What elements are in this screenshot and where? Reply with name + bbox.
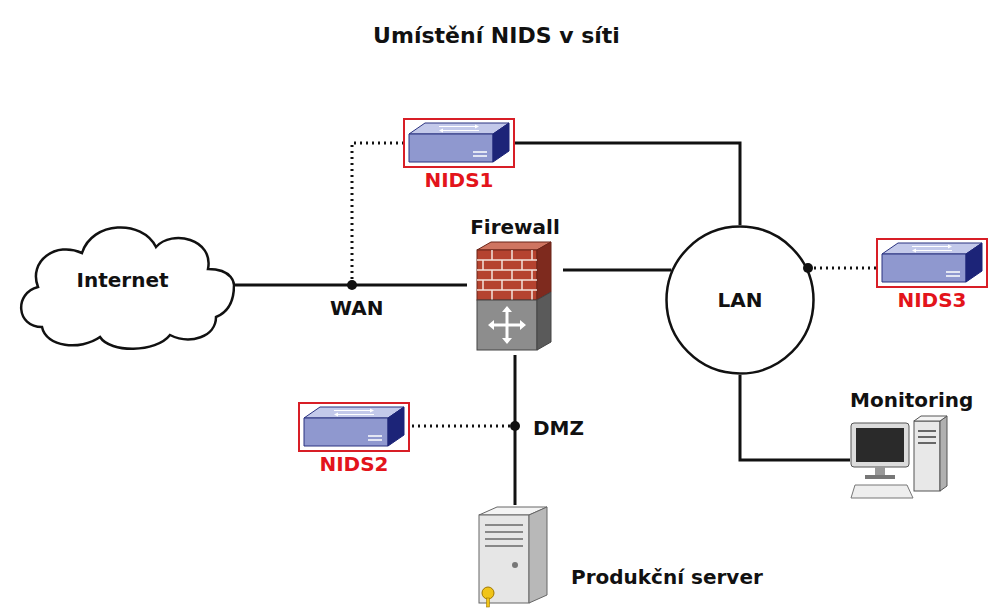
network-link bbox=[740, 375, 850, 460]
fw-node: Firewall bbox=[467, 215, 563, 355]
junction-dot bbox=[347, 280, 357, 290]
node-label: Firewall bbox=[470, 215, 560, 240]
server-icon bbox=[475, 505, 555, 608]
node-label: Monitoring bbox=[850, 388, 973, 413]
network-link bbox=[808, 266, 876, 269]
switch-icon bbox=[403, 118, 515, 168]
pc-node: Monitoring bbox=[850, 388, 973, 503]
node-label: NIDS3 bbox=[897, 288, 966, 313]
server-node: Produkční server bbox=[475, 505, 763, 608]
network-link bbox=[514, 355, 517, 505]
switch-icon bbox=[876, 238, 988, 288]
switch-node: NIDS1 bbox=[403, 118, 515, 193]
junction-dot bbox=[510, 421, 520, 431]
switch-icon bbox=[298, 402, 410, 452]
network-link bbox=[515, 143, 740, 225]
segment-label: DMZ bbox=[533, 416, 584, 441]
cloud-node: Internet bbox=[10, 205, 235, 355]
switch-node: NIDS3 bbox=[876, 238, 988, 313]
tap-line bbox=[352, 143, 403, 285]
node-label: NIDS2 bbox=[319, 452, 388, 477]
circle-node: LAN bbox=[665, 225, 815, 375]
firewall-icon bbox=[475, 240, 555, 355]
network-link bbox=[563, 269, 671, 272]
switch-node: NIDS2 bbox=[298, 402, 410, 477]
node-label: LAN bbox=[718, 288, 763, 313]
node-label: Internet bbox=[76, 268, 168, 293]
network-link bbox=[235, 284, 467, 287]
computer-icon bbox=[850, 413, 950, 503]
node-label: NIDS1 bbox=[424, 168, 493, 193]
diagram-title: Umístění NIDS v síti bbox=[0, 22, 993, 50]
segment-label: WAN bbox=[330, 296, 383, 321]
tap-line bbox=[406, 425, 515, 428]
node-label: Produkční server bbox=[555, 565, 763, 608]
